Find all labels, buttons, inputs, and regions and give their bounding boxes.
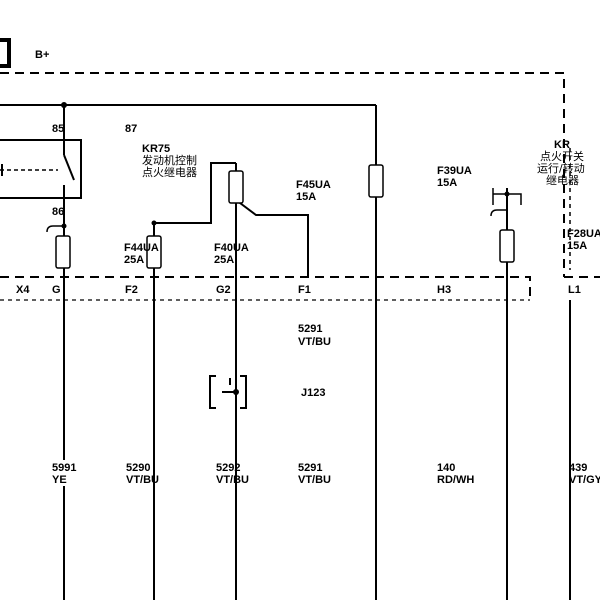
kr-right-name-line1: 点火开关 (540, 149, 584, 163)
kr75-name-line2: 点火继电器 (142, 166, 197, 179)
connector-f2: F2 (125, 284, 138, 296)
kr75-id: KR75 (142, 143, 170, 155)
splice-color-top: VT/BU (298, 336, 331, 348)
connector-x4: X4 (16, 284, 30, 296)
splice-dot (233, 389, 239, 395)
wire-5292-color: VT/BU (216, 474, 249, 486)
wire-5292-circuit: 5292 (216, 462, 240, 474)
f28-rating: 15A (567, 240, 587, 252)
branch-f2 (146, 162, 236, 600)
pin-87: 87 (125, 123, 137, 135)
f45-rating: 15A (296, 191, 316, 203)
kr75-name-line1: 发动机控制 (142, 153, 197, 167)
connector-f1: F1 (298, 284, 311, 296)
f2-junction-dot (151, 220, 157, 226)
branch-h3 (490, 188, 522, 600)
bus-junction-dot (61, 102, 67, 108)
f39-rating: 15A (437, 177, 457, 189)
connector-h3: H3 (437, 284, 451, 296)
fuse-f45 (368, 164, 384, 198)
f44-rating: 25A (124, 254, 144, 266)
splice-id: J123 (301, 387, 325, 399)
wire-5291-color: VT/BU (298, 474, 331, 486)
branch-g (46, 200, 71, 600)
kr-right-name-line2: 运行/转动 (537, 161, 585, 175)
kr-right-name-line3: 继电器 (546, 174, 579, 187)
kr-right-id: KR (554, 139, 570, 151)
wire-439-color: VT/GY (569, 474, 600, 486)
connector-g: G (52, 284, 61, 296)
f44-name: F44UA (124, 242, 159, 254)
f40-rating: 25A (214, 254, 234, 266)
supply-label: B+ (35, 49, 49, 61)
wire-labels: 5991 YE 5290 VT/BU 5292 VT/BU 5291 VT/BU… (50, 460, 600, 486)
kr-left-relay (0, 139, 82, 200)
pin-85: 85 (52, 123, 64, 135)
wire-140-color: RD/WH (437, 474, 474, 486)
f40-name: F40UA (214, 242, 249, 254)
wire-439-circuit: 439 (569, 462, 587, 474)
wire-5290-circuit: 5290 (126, 462, 150, 474)
f28-name: F28UA (567, 228, 600, 240)
f45-name: F45UA (296, 179, 331, 191)
branch-g2 (228, 163, 309, 600)
wire-label-bg (50, 460, 80, 486)
wire-140-circuit: 140 (437, 462, 455, 474)
splice-wire-top: 5291 (298, 323, 322, 335)
connector-l1: L1 (568, 284, 581, 296)
wire-5991-circuit: 5991 (52, 462, 76, 474)
h3-junction-dot (504, 191, 510, 197)
fuse-block-outline (0, 72, 600, 300)
g-junction-dot (61, 223, 67, 229)
connector-g2: G2 (216, 284, 231, 296)
wire-5291-circuit: 5291 (298, 462, 322, 474)
wire-5991-color: YE (52, 474, 67, 486)
wire-5290-color: VT/BU (126, 474, 159, 486)
pin-86: 86 (52, 206, 64, 218)
splice-j123-symbol (209, 375, 247, 409)
f39-name: F39UA (437, 165, 472, 177)
supply-box (0, 38, 11, 68)
